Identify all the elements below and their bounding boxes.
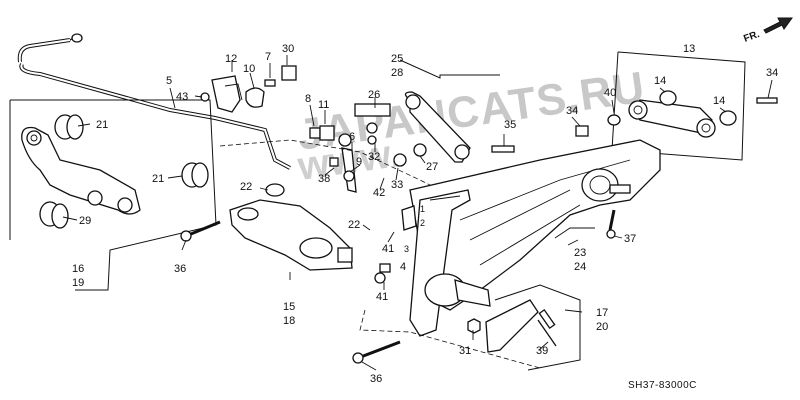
callout-numbers: 5 12 7 30 10 43 8 11 6 9 38 25 28 26 32 … [72, 43, 778, 385]
diagram-code: SH37-83000C [628, 380, 697, 391]
knuckle [401, 189, 491, 337]
callout-23: 23 [574, 247, 586, 259]
callout-26: 26 [368, 89, 380, 101]
callout-27: 27 [426, 161, 438, 173]
callout-14b: 14 [713, 95, 725, 107]
lower-arm [229, 183, 391, 284]
callout-31: 31 [459, 345, 471, 357]
stabilizer-link [309, 125, 357, 193]
callout-33: 33 [391, 179, 403, 191]
callout-6: 6 [349, 131, 355, 143]
callout-25: 25 [391, 53, 403, 65]
control-rod-group [354, 59, 515, 167]
callout-21a: 21 [96, 119, 108, 131]
callout-39: 39 [536, 345, 548, 357]
callout-22b: 22 [348, 219, 360, 231]
callout-40: 40 [604, 87, 616, 99]
callout-5: 5 [166, 75, 172, 87]
callout-12: 12 [225, 53, 237, 65]
callout-4: 4 [400, 261, 406, 273]
direction-label: FR. [742, 29, 761, 45]
callout-9: 9 [356, 156, 362, 168]
callout-17: 17 [596, 307, 608, 319]
callout-16: 16 [72, 263, 84, 275]
callout-20: 20 [596, 321, 608, 333]
callout-8: 8 [305, 93, 311, 105]
trailing-arm [409, 139, 661, 311]
label-2: 2 [420, 218, 425, 228]
callout-18: 18 [283, 315, 295, 327]
upper-arm-group [9, 99, 217, 291]
dashed-outline [219, 139, 541, 369]
callout-7: 7 [265, 51, 271, 63]
callout-22a: 22 [240, 181, 252, 193]
stabilizer-bar [17, 33, 291, 170]
callout-11: 11 [318, 99, 329, 111]
callout-35: 35 [504, 119, 516, 131]
callout-38: 38 [318, 173, 330, 185]
callout-34a: 34 [766, 67, 778, 79]
callout-30: 30 [282, 43, 294, 55]
bushing-29 [39, 201, 69, 229]
rear-arm-group [575, 51, 778, 161]
callout-19: 19 [72, 277, 84, 289]
front-direction-arrow: FR. [742, 17, 793, 45]
callout-29: 29 [79, 215, 91, 227]
bushing-21-upper [54, 114, 84, 140]
callout-10: 10 [243, 63, 255, 75]
callout-37: 37 [624, 233, 636, 245]
callout-13: 13 [683, 43, 695, 55]
arm-23-24-leader [554, 227, 595, 239]
callout-41a: 41 [382, 243, 394, 255]
callout-41b: 41 [376, 291, 388, 303]
callout-32: 32 [368, 151, 380, 163]
stabilizer-bracket [200, 65, 297, 113]
callout-36a: 36 [174, 263, 186, 275]
callout-28: 28 [391, 67, 403, 79]
bushing-21-lower [181, 162, 209, 188]
callout-36b: 36 [370, 373, 382, 385]
callout-24: 24 [574, 261, 586, 273]
callout-34b: 34 [566, 105, 578, 117]
bracket-plate [485, 284, 581, 371]
callout-14a: 14 [654, 75, 666, 87]
callout-15: 15 [283, 301, 295, 313]
label-1: 1 [420, 204, 425, 214]
small-labels: 1 2 3 [404, 204, 425, 254]
label-3: 3 [404, 244, 409, 254]
callout-21b: 21 [152, 173, 164, 185]
bolts [180, 209, 616, 364]
callout-43: 43 [176, 91, 188, 103]
leader-lines [62, 55, 773, 371]
callout-42: 42 [373, 187, 385, 199]
